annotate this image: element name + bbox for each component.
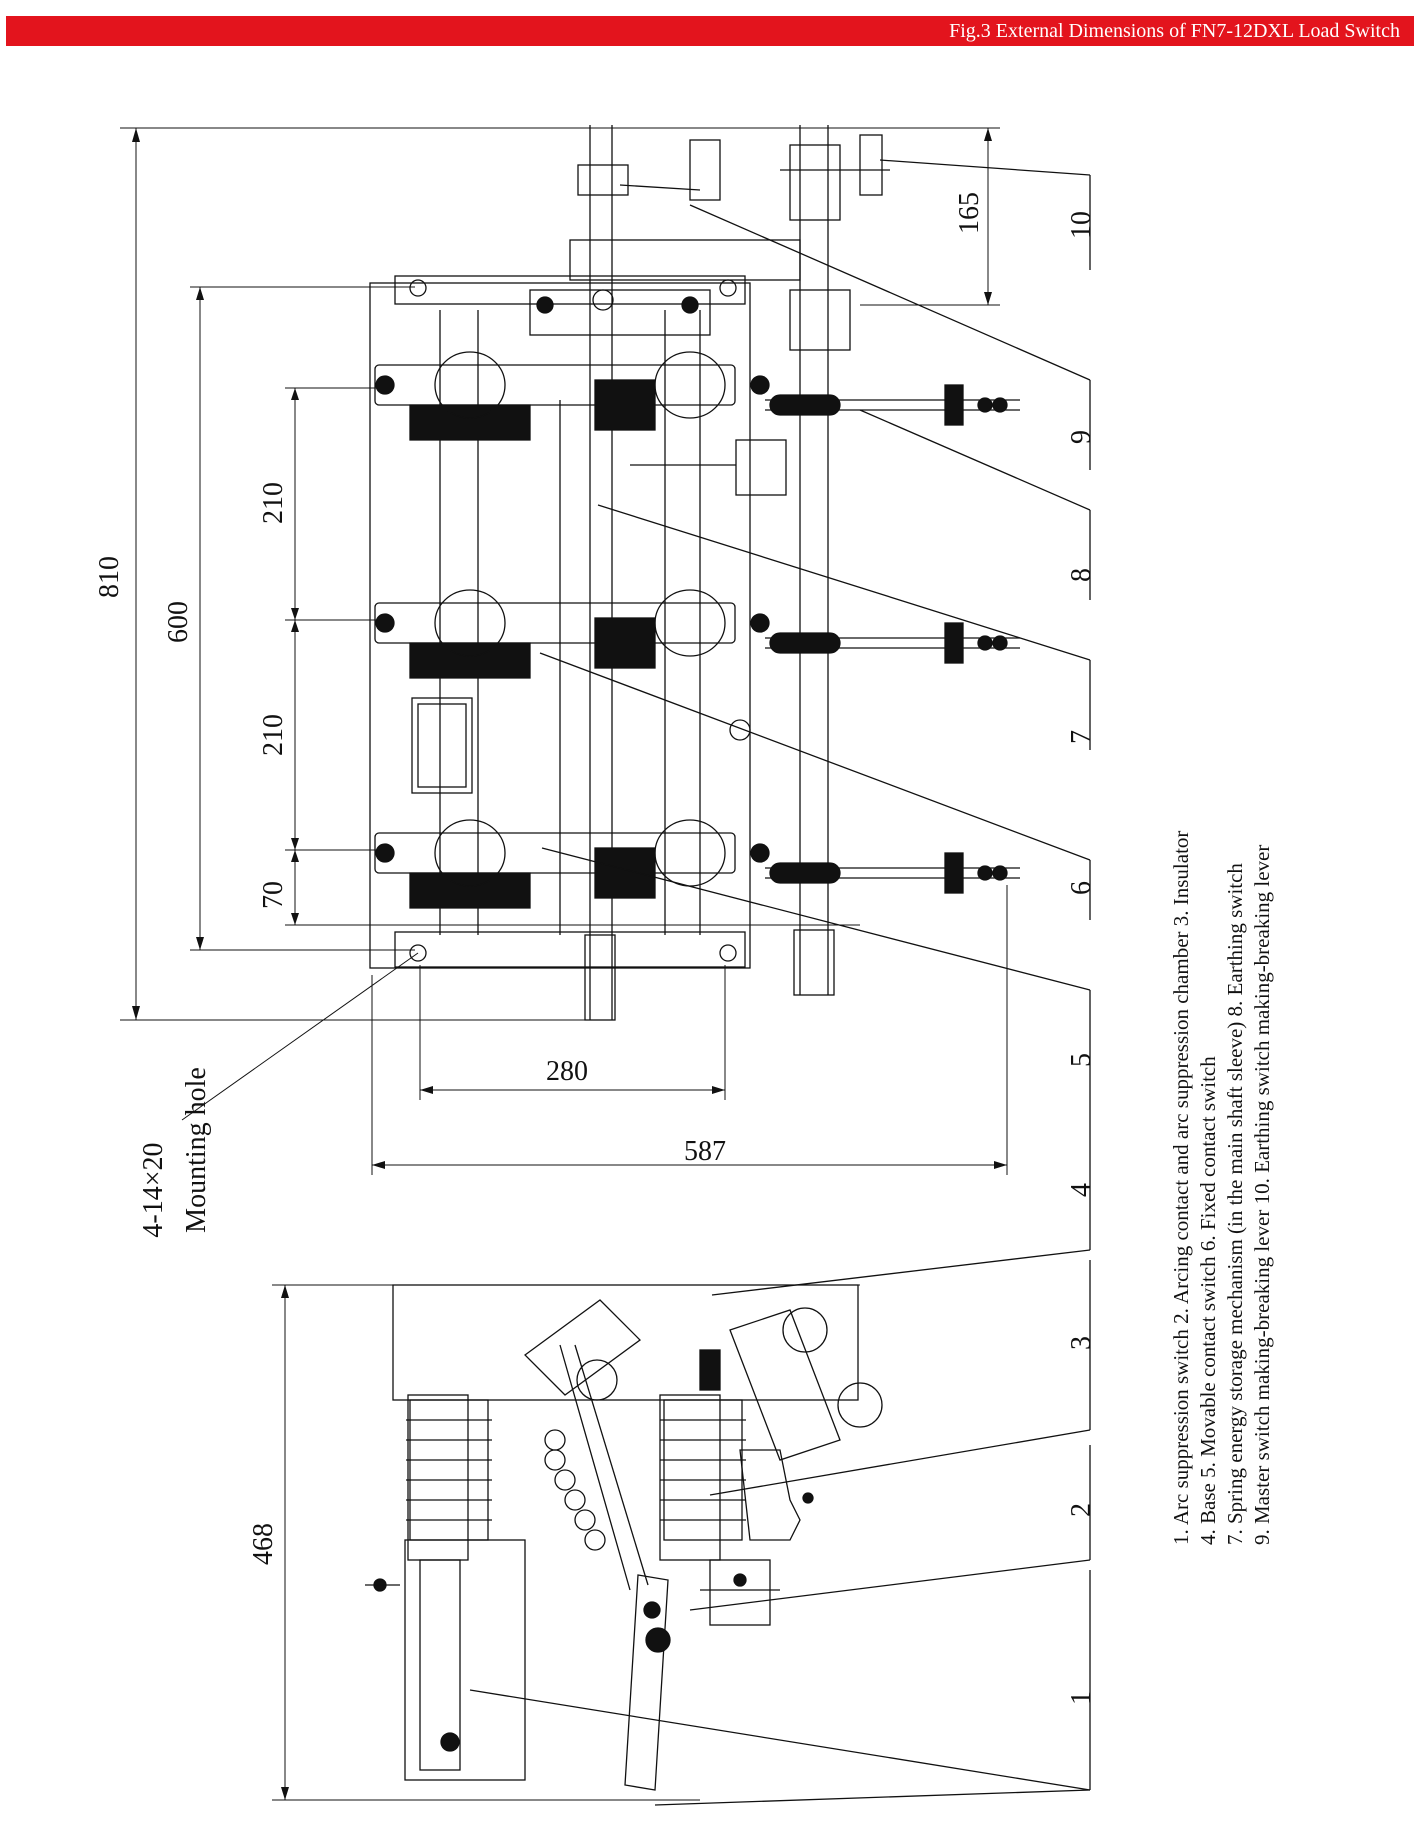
- callout-3: 3: [1066, 1336, 1097, 1350]
- dim-165: 165: [954, 192, 985, 234]
- callout-8: 8: [1066, 568, 1097, 582]
- pole-2: [374, 589, 1020, 679]
- dim-810: 810: [94, 556, 125, 598]
- insulator-right: [660, 1399, 746, 1541]
- legend-line-1: 1. Arc suppression switch 2. Arcing cont…: [1169, 831, 1193, 1545]
- side-view: [365, 1284, 883, 1791]
- mounting-hole-bl: [409, 944, 427, 962]
- callout-2: 2: [1066, 1503, 1097, 1517]
- front-view: [369, 125, 1020, 1021]
- leader-lines: [469, 159, 1091, 1806]
- figure-title: Fig.3 External Dimensions of FN7-12DXL L…: [949, 20, 1400, 42]
- pole-3: [374, 819, 1020, 909]
- callout-10: 10: [1066, 211, 1097, 239]
- dim-468: 468: [248, 1523, 279, 1565]
- legend-line-4: 9. Master switch making-breaking lever 1…: [1250, 845, 1274, 1545]
- callout-5: 5: [1066, 1053, 1097, 1067]
- callout-4: 4: [1066, 1183, 1097, 1197]
- dim-587: 587: [684, 1136, 726, 1167]
- mounting-hole-br: [719, 944, 737, 962]
- legend: 1. Arc suppression switch 2. Arcing cont…: [1169, 831, 1274, 1545]
- dim-210-bottom: 210: [258, 714, 289, 756]
- nameplate: [411, 697, 473, 794]
- callout-numbers: 10 9 8 7 6 5 4 3 2 1: [1066, 211, 1097, 1705]
- header-bar: Fig.3 External Dimensions of FN7-12DXL L…: [6, 16, 1414, 46]
- dim-210-top: 210: [258, 482, 289, 524]
- mounting-label: Mounting hole: [181, 1067, 212, 1233]
- arrowheads: [132, 128, 1007, 1800]
- dim-280: 280: [546, 1056, 588, 1087]
- callout-9: 9: [1066, 430, 1097, 444]
- callout-7: 7: [1066, 730, 1097, 744]
- callout-1: 1: [1066, 1691, 1097, 1705]
- dim-70: 70: [258, 881, 289, 909]
- mounting-spec: 4-14×20: [138, 1142, 169, 1237]
- bottom-bracket: [394, 931, 746, 968]
- mounting-hole-tl: [409, 279, 427, 297]
- legend-line-3: 7. Spring energy storage mechanism (in t…: [1223, 863, 1247, 1545]
- base-plate: [369, 282, 751, 969]
- dimension-labels: 810 600 210 210 70 165 280 587 468 4-14×…: [94, 192, 985, 1565]
- dim-600: 600: [163, 601, 194, 643]
- legend-line-2: 4. Base 5. Movable contact switch 6. Fix…: [1196, 1056, 1220, 1545]
- callout-6: 6: [1066, 881, 1097, 895]
- dimension-lines: [120, 127, 1008, 1801]
- pole-1: [374, 351, 1020, 441]
- insulator-left: [406, 1399, 492, 1541]
